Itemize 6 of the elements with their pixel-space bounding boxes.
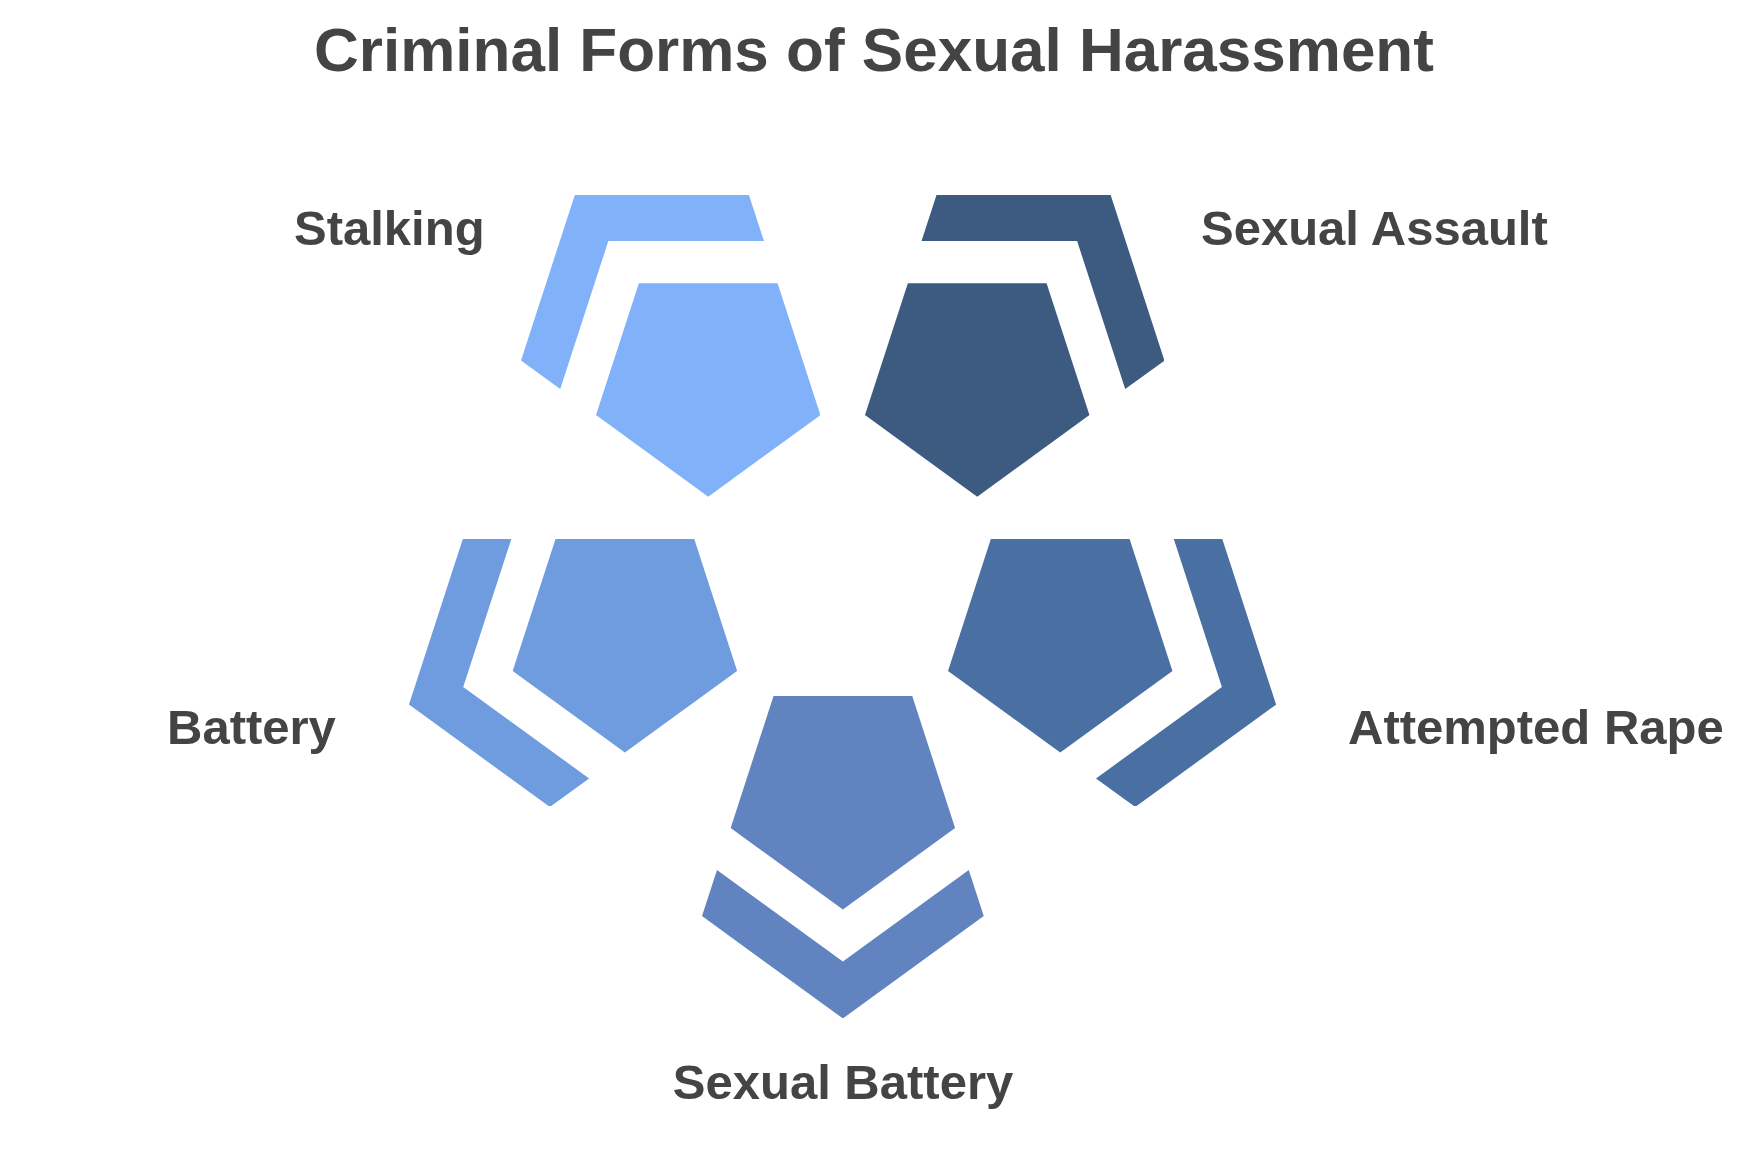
category-label: Sexual Assault bbox=[1201, 200, 1548, 256]
category-label: Stalking bbox=[294, 200, 485, 256]
title: Criminal Forms of Sexual Harassment bbox=[314, 14, 1434, 86]
category-label: Attempted Rape bbox=[1348, 699, 1724, 755]
category-label: Sexual Battery bbox=[672, 1054, 1014, 1110]
category-label: Battery bbox=[167, 699, 336, 755]
